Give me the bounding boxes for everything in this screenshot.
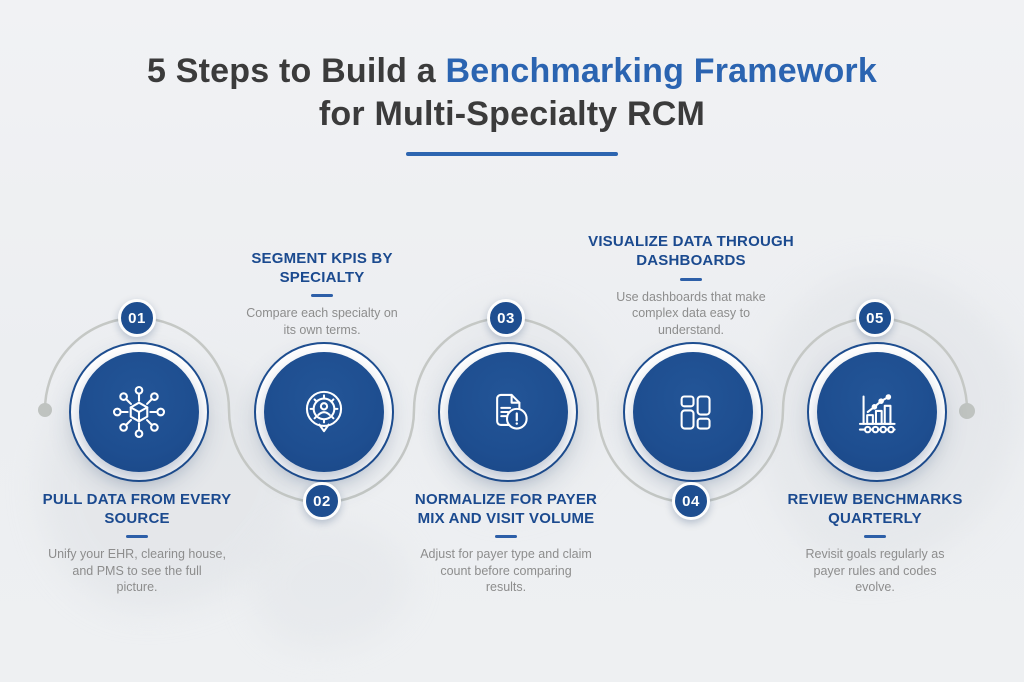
step-1-text: PULL DATA FROM EVERY SOURCE Unify your E… [27,490,247,596]
step-5-circle [807,342,947,482]
dashboard-icon [680,395,711,430]
step-4-number-badge: 04 [672,482,710,520]
data-distribution-icon [112,385,166,439]
title-highlight: Benchmarking Framework [445,52,877,90]
bar-chart-trend-icon [858,394,896,434]
step-1-title: PULL DATA FROM EVERY SOURCE [42,491,232,528]
title-line-2: for Multi-Specialty RCM [318,94,706,133]
step-3-description: Adjust for payer type and claim count be… [420,547,592,595]
step-2-circle [254,342,394,482]
step-4-circle [623,342,763,482]
step-3-number-badge: 03 [487,299,525,337]
step-4-title: VISUALIZE DATA THROUGH DASHBOARDS [588,233,794,270]
step-3-circle [438,342,578,482]
step-2-number-badge: 02 [303,482,341,520]
step-1-number-badge: 01 [118,299,156,337]
title-line-1: 5 Steps to Build a Benchmarking Framewor… [0,50,1024,93]
step-4-dash [680,277,702,281]
step-3-dash [495,535,517,539]
step-2-text: SEGMENT KPIS BY SPECIALTY Compare each s… [212,249,432,338]
step-3-icon-disc [448,352,568,472]
step-1-dash [126,535,148,539]
start-dot [38,403,52,417]
step-1-icon-disc [79,352,199,472]
step-4-text: VISUALIZE DATA THROUGH DASHBOARDS Use da… [581,232,801,338]
step-2-icon-disc [264,352,384,472]
step-1-description: Unify your EHR, clearing house, and PMS … [48,547,226,595]
step-3-text: NORMALIZE FOR PAYER MIX AND VISIT VOLUME… [396,490,616,596]
document-alert-icon [496,393,528,430]
step-5-number-badge: 05 [856,299,894,337]
step-1-circle [69,342,209,482]
step-2-dash [311,294,333,297]
step-4-description: Use dashboards that make complex data ea… [616,289,766,337]
step-5-title: REVIEW BENCHMARKS QUARTERLY [787,491,963,528]
step-5-text: REVIEW BENCHMARKS QUARTERLY Revisit goal… [765,490,985,596]
end-dot [959,403,975,419]
gear-person-icon [305,390,343,433]
title-underline [406,151,618,156]
step-4-icon-disc [633,352,753,472]
title-prefix: 5 Steps to Build a [147,52,436,90]
step-2-description: Compare each specialty on its own terms. [246,306,398,337]
step-5-description: Revisit goals regularly as payer rules a… [805,547,945,595]
step-5-icon-disc [817,352,937,472]
step-3-title: NORMALIZE FOR PAYER MIX AND VISIT VOLUME [414,491,598,528]
page-title: 5 Steps to Build a Benchmarking Framewor… [0,50,1024,156]
step-5-dash [864,535,886,539]
step-2-title: SEGMENT KPIS BY SPECIALTY [251,249,393,286]
